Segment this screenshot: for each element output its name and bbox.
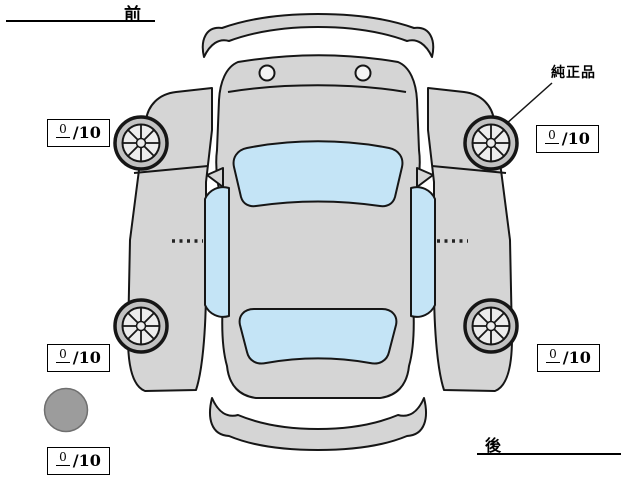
tread-score-value: 0: [56, 347, 70, 363]
tread-score-box-rear-left: 0 /10: [47, 344, 110, 372]
hood-circle-left: [258, 64, 276, 82]
tread-score-box-rear-right: 0 /10: [537, 344, 600, 372]
wheel-front-left: [113, 115, 169, 171]
wheel-rear-left: [113, 298, 169, 354]
spare-tire: [43, 387, 89, 433]
right-fender-seam: [431, 165, 507, 174]
tread-score-value: 0: [56, 450, 70, 466]
windshield-glass: [232, 140, 404, 208]
tread-score-max: /10: [72, 451, 101, 470]
rear-bumper: [209, 397, 427, 451]
hood-circle-right: [354, 64, 372, 82]
left-fender-seam: [133, 165, 209, 174]
tread-score-box-front-right: 0 /10: [536, 125, 599, 153]
tread-score-value: 0: [545, 128, 559, 144]
tread-score-max: /10: [72, 123, 101, 142]
car-body: [127, 13, 513, 451]
rear-label: 後: [477, 432, 621, 455]
rear-window-glass: [238, 308, 398, 365]
right-mirror: [416, 167, 434, 188]
tread-score-box-spare: 0 /10: [47, 447, 110, 475]
wheel-front-right: [463, 115, 519, 171]
genuine-parts-label: 純正品: [551, 65, 596, 81]
front-label: 前: [6, 0, 155, 25]
cowl-line: [227, 84, 407, 93]
left-window-glass: [204, 186, 230, 318]
tread-score-value: 0: [546, 347, 560, 363]
genuine-parts-pointer-line: [505, 82, 553, 125]
left-mirror: [206, 167, 224, 188]
tread-score-max: /10: [72, 348, 101, 367]
front-bumper: [201, 13, 435, 58]
tread-score-value: 0: [56, 122, 70, 138]
right-window-glass: [410, 186, 436, 318]
tread-score-max: /10: [562, 348, 591, 367]
wheel-rear-right: [463, 298, 519, 354]
car-glass: [204, 140, 436, 365]
tread-score-box-front-left: 0 /10: [47, 119, 110, 147]
panel-seam-lines: [133, 84, 507, 174]
tread-score-max: /10: [561, 129, 590, 148]
